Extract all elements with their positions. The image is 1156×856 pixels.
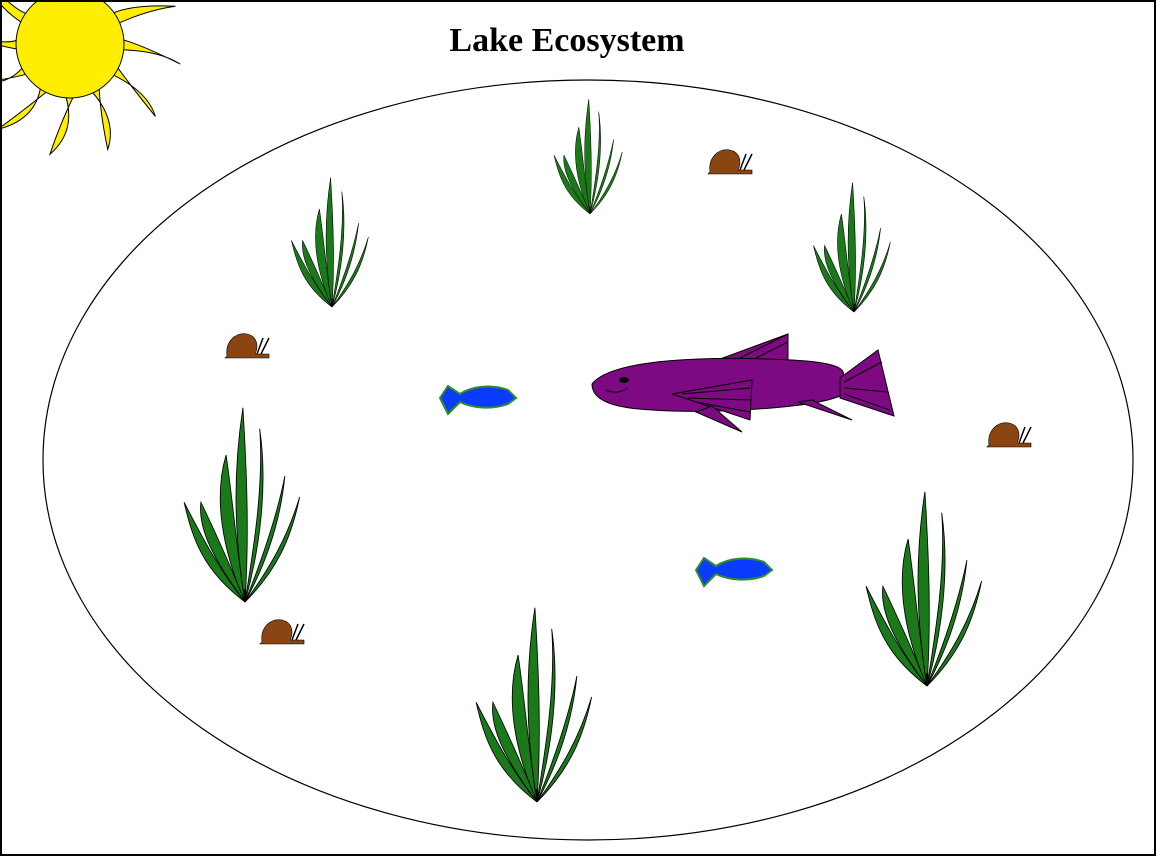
snail-icon	[260, 620, 304, 644]
diagram-title: Lake Ecosystem	[2, 22, 1132, 60]
snail-icon	[987, 423, 1031, 447]
aquatic-plant-icon	[291, 178, 368, 308]
aquatic-plant-icon	[813, 183, 890, 313]
large-fish-icon	[592, 334, 894, 432]
small-fish-icon	[696, 558, 772, 586]
aquatic-plant-icon	[476, 608, 591, 802]
snail-icon	[708, 150, 752, 174]
sun-ray	[50, 92, 76, 155]
snail-icon	[225, 334, 269, 358]
aquatic-plant-icon	[554, 99, 622, 214]
aquatic-plant-icon	[866, 492, 982, 686]
aquatic-plant-icon	[184, 408, 300, 602]
small-fish-icon	[440, 386, 516, 414]
